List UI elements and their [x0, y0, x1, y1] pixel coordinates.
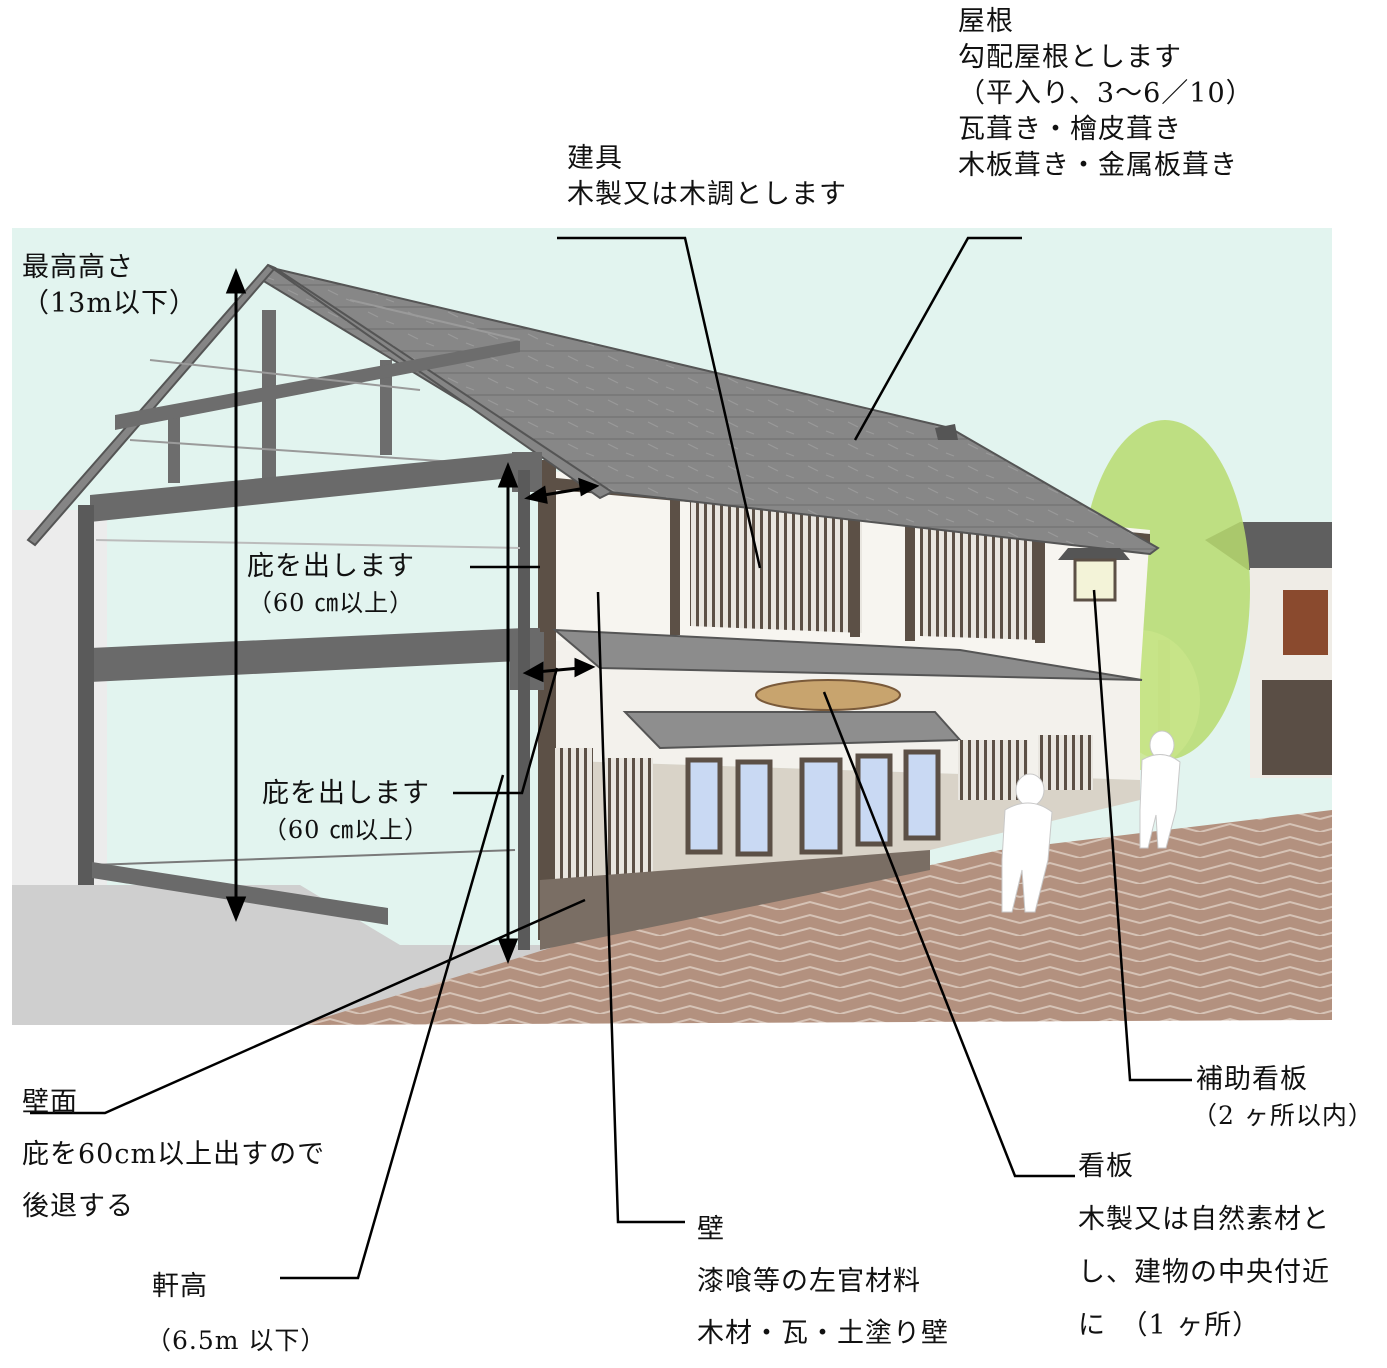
roof-label: 屋根 勾配屋根とします （平入り、3〜6／10） 瓦葺き・檜皮葺き 木板葺き・金… [958, 4, 1254, 184]
wall-face-title: 壁面 [22, 1087, 78, 1118]
roof-line-1: 勾配屋根とします [958, 42, 1182, 73]
sign-line-2: し、建物の中央付近 [1078, 1257, 1330, 1288]
signboard-shape [755, 679, 901, 711]
roof-line-4: 木板葺き・金属板葺き [958, 150, 1238, 181]
upper-lattice-right [920, 520, 1040, 640]
lantern-cap [1058, 548, 1130, 560]
wall-line-1: 漆喰等の左官材料 [697, 1266, 921, 1297]
leader-lines [30, 236, 1192, 1280]
eave-lower-line-1: （60 ㎝以上） [262, 816, 430, 844]
fittings-title: 建具 [567, 143, 623, 174]
dimension-arrows [225, 267, 600, 965]
sign-line-1: 木製又は自然素材と [1078, 1204, 1330, 1235]
lower-eave-roof [552, 628, 1143, 681]
fittings-label: 建具 木製又は木調とします [567, 141, 847, 213]
eave-upper-label: 庇を出します （60 ㎝以上） [247, 549, 415, 621]
roof-line-3: 瓦葺き・檜皮葺き [958, 114, 1182, 145]
wall-line-2: 木材・瓦・土塗り壁 [697, 1318, 949, 1349]
wall-face-label: 壁面 庇を60cm以上出すので 後退する [22, 1077, 325, 1233]
sign-title: 看板 [1078, 1151, 1134, 1182]
sub-sign-label: 補助看板 （2 ヶ所以内） [1192, 1062, 1374, 1134]
shop-front-base [540, 850, 930, 950]
sign-line-3: に （1 ヶ所） [1078, 1310, 1261, 1341]
sub-sign-line-1: （2 ヶ所以内） [1192, 1101, 1374, 1130]
max-height-line-1: （13m以下） [22, 288, 197, 319]
eave-height-title: 軒高 [152, 1271, 208, 1302]
upper-lattice-left [690, 502, 862, 633]
eave-upper-line-1: （60 ㎝以上） [247, 589, 415, 617]
eave-lower-title: 庇を出します [262, 778, 430, 809]
eave-lower-label: 庇を出します （60 ㎝以上） [262, 776, 430, 848]
neighbor-fence [1262, 680, 1332, 775]
neighbor-window [1283, 590, 1328, 655]
pavement [300, 810, 1332, 1025]
max-height-title: 最高高さ [22, 252, 134, 283]
roof-ridge-end [935, 424, 958, 440]
wall-face-line-2: 後退する [22, 1191, 134, 1222]
sub-sign-title: 補助看板 [1196, 1064, 1308, 1095]
section-frame [26, 263, 614, 950]
eave-upper-title: 庇を出します [247, 551, 415, 582]
eave-height-line-1: （6.5m 以下） [146, 1326, 327, 1355]
sign-label: 看板 木製又は自然素材と し、建物の中央付近 に （1 ヶ所） [1078, 1140, 1330, 1352]
roof-line-2: （平入り、3〜6／10） [958, 78, 1254, 109]
wall-title: 壁 [697, 1214, 725, 1245]
wall-label: 壁 漆喰等の左官材料 木材・瓦・土塗り壁 [697, 1204, 949, 1360]
roof-title: 屋根 [958, 6, 1014, 37]
fittings-line-1: 木製又は木調とします [567, 179, 847, 210]
wall-face-line-1: 庇を60cm以上出すので [22, 1139, 326, 1170]
eave-height-label: 軒高 （6.5m 以下） [146, 1260, 326, 1368]
max-height-label: 最高高さ （13m以下） [22, 250, 197, 322]
